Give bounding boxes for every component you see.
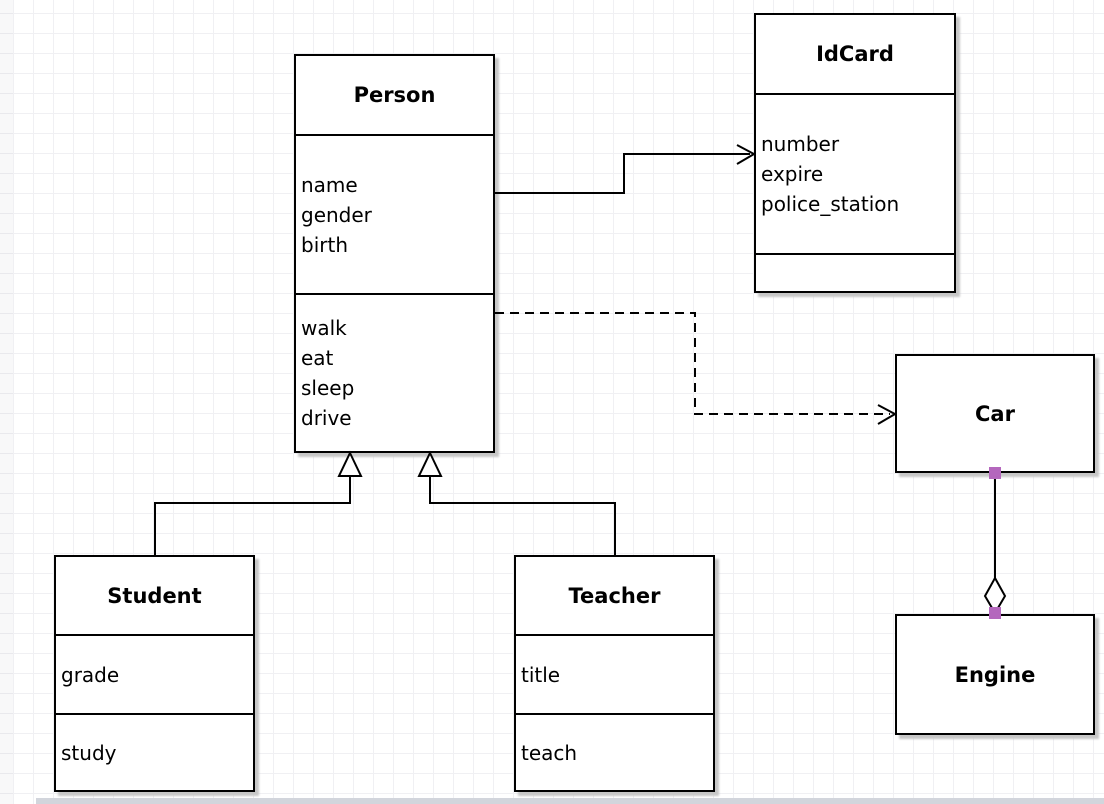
attribute: grade bbox=[61, 662, 120, 687]
class-teacher[interactable]: Teacher title teach bbox=[514, 555, 715, 792]
attribute: birth bbox=[301, 232, 348, 257]
class-idcard-methods bbox=[756, 253, 954, 291]
attribute: title bbox=[521, 662, 561, 687]
attribute: police_station bbox=[761, 192, 900, 216]
method: teach bbox=[521, 740, 578, 765]
class-teacher-attributes: title bbox=[516, 634, 713, 713]
class-teacher-methods: teach bbox=[516, 713, 713, 790]
class-engine-title: Engine bbox=[954, 662, 1036, 687]
class-car[interactable]: Car bbox=[895, 354, 1095, 473]
class-student-title: Student bbox=[107, 583, 202, 608]
method: study bbox=[61, 740, 117, 765]
class-engine[interactable]: Engine bbox=[895, 614, 1095, 735]
attribute: number bbox=[761, 132, 840, 156]
class-teacher-title: Teacher bbox=[568, 583, 661, 608]
attribute: expire bbox=[761, 162, 824, 186]
canvas-bottom-edge bbox=[36, 798, 1104, 804]
method: sleep bbox=[301, 376, 355, 400]
class-person-title: Person bbox=[353, 83, 436, 107]
method: drive bbox=[301, 406, 352, 430]
canvas-left-edge bbox=[0, 0, 13, 804]
method: walk bbox=[301, 316, 347, 340]
attribute: gender bbox=[301, 202, 372, 227]
class-idcard[interactable]: IdCard number expire police_station bbox=[754, 13, 956, 293]
class-person-attributes: name gender birth bbox=[296, 134, 493, 293]
method: eat bbox=[301, 346, 334, 370]
class-idcard-title: IdCard bbox=[816, 42, 894, 66]
class-idcard-attributes: number expire police_station bbox=[756, 93, 954, 253]
class-student[interactable]: Student grade study bbox=[54, 555, 255, 792]
class-person[interactable]: Person name gender birth walk eat sleep … bbox=[294, 54, 495, 453]
class-student-methods: study bbox=[56, 713, 253, 790]
class-person-methods: walk eat sleep drive bbox=[296, 293, 493, 451]
attribute: name bbox=[301, 172, 358, 197]
class-student-attributes: grade bbox=[56, 634, 253, 713]
class-car-title: Car bbox=[975, 401, 1015, 426]
